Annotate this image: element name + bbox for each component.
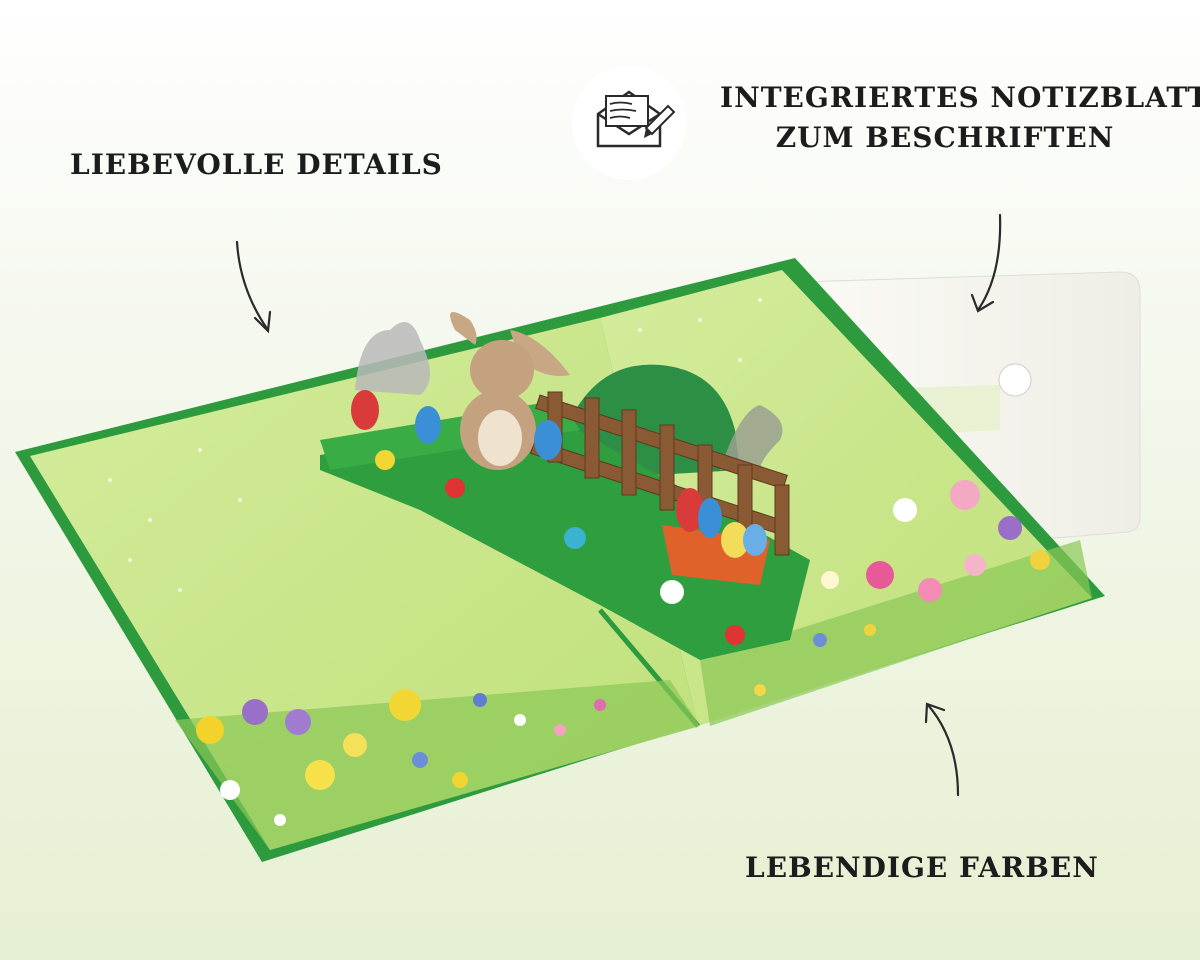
arrow-note-icon [970, 213, 1002, 313]
label-note-sheet: INTEGRIERTES NOTIZBLATT ZUM BESCHRIFTEN [720, 78, 1200, 158]
label-note-line2: ZUM BESCHRIFTEN [775, 121, 1115, 154]
bunny-figure [450, 312, 570, 470]
arrow-details-icon [235, 240, 272, 334]
popup-scene [320, 312, 810, 660]
label-note-line1: INTEGRIERTES NOTIZBLATT [720, 81, 1200, 114]
label-details: LIEBEVOLLE DETAILS [70, 148, 443, 181]
envelope-with-pencil-icon [596, 90, 676, 148]
arrow-colors-icon [924, 702, 960, 797]
flower-meadow-left [175, 680, 700, 850]
note-icon-circle [572, 66, 686, 180]
label-colors: LEBENDIGE FARBEN [745, 851, 1099, 884]
flower-meadow-right [700, 480, 1092, 726]
note-envelope-small-icon [998, 363, 1032, 397]
